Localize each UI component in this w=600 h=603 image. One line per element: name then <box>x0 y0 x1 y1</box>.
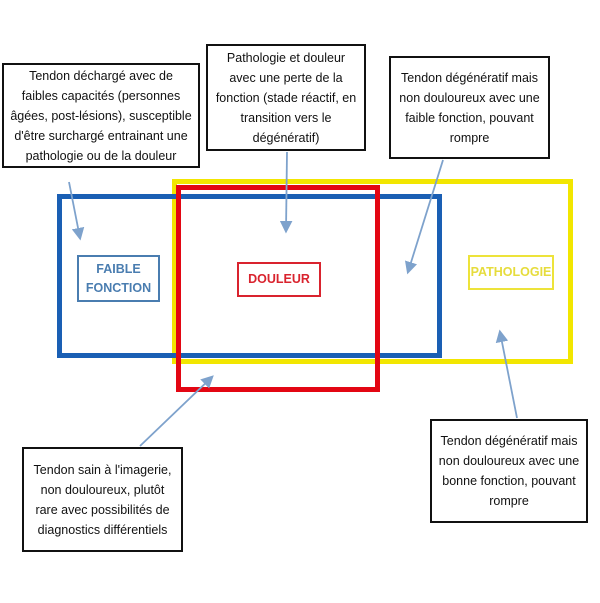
douleur-region <box>176 185 380 392</box>
douleur-label: DOULEUR <box>237 262 321 297</box>
pathologie-label: PATHOLOGIE <box>468 255 554 290</box>
arrow-bottom-left <box>139 375 214 447</box>
note-top-left: Tendon déchargé avec de faibles capacité… <box>2 63 200 168</box>
note-bottom-left: Tendon sain à l'imagerie, non douloureux… <box>22 447 183 552</box>
arrow-top-left <box>68 181 85 241</box>
faible-fonction-label: FAIBLE FONCTION <box>77 255 160 302</box>
faible-fonction-region <box>57 194 442 358</box>
arrow-top-center <box>279 151 293 234</box>
note-top-center: Pathologie et douleur avec une perte de … <box>206 44 366 151</box>
arrow-top-right <box>404 159 444 275</box>
pathologie-region <box>172 179 573 364</box>
note-top-right: Tendon dégénératif mais non douloureux a… <box>389 56 550 159</box>
arrow-bottom-right <box>495 329 518 419</box>
note-bottom-right: Tendon dégénératif mais non douloureux a… <box>430 419 588 523</box>
